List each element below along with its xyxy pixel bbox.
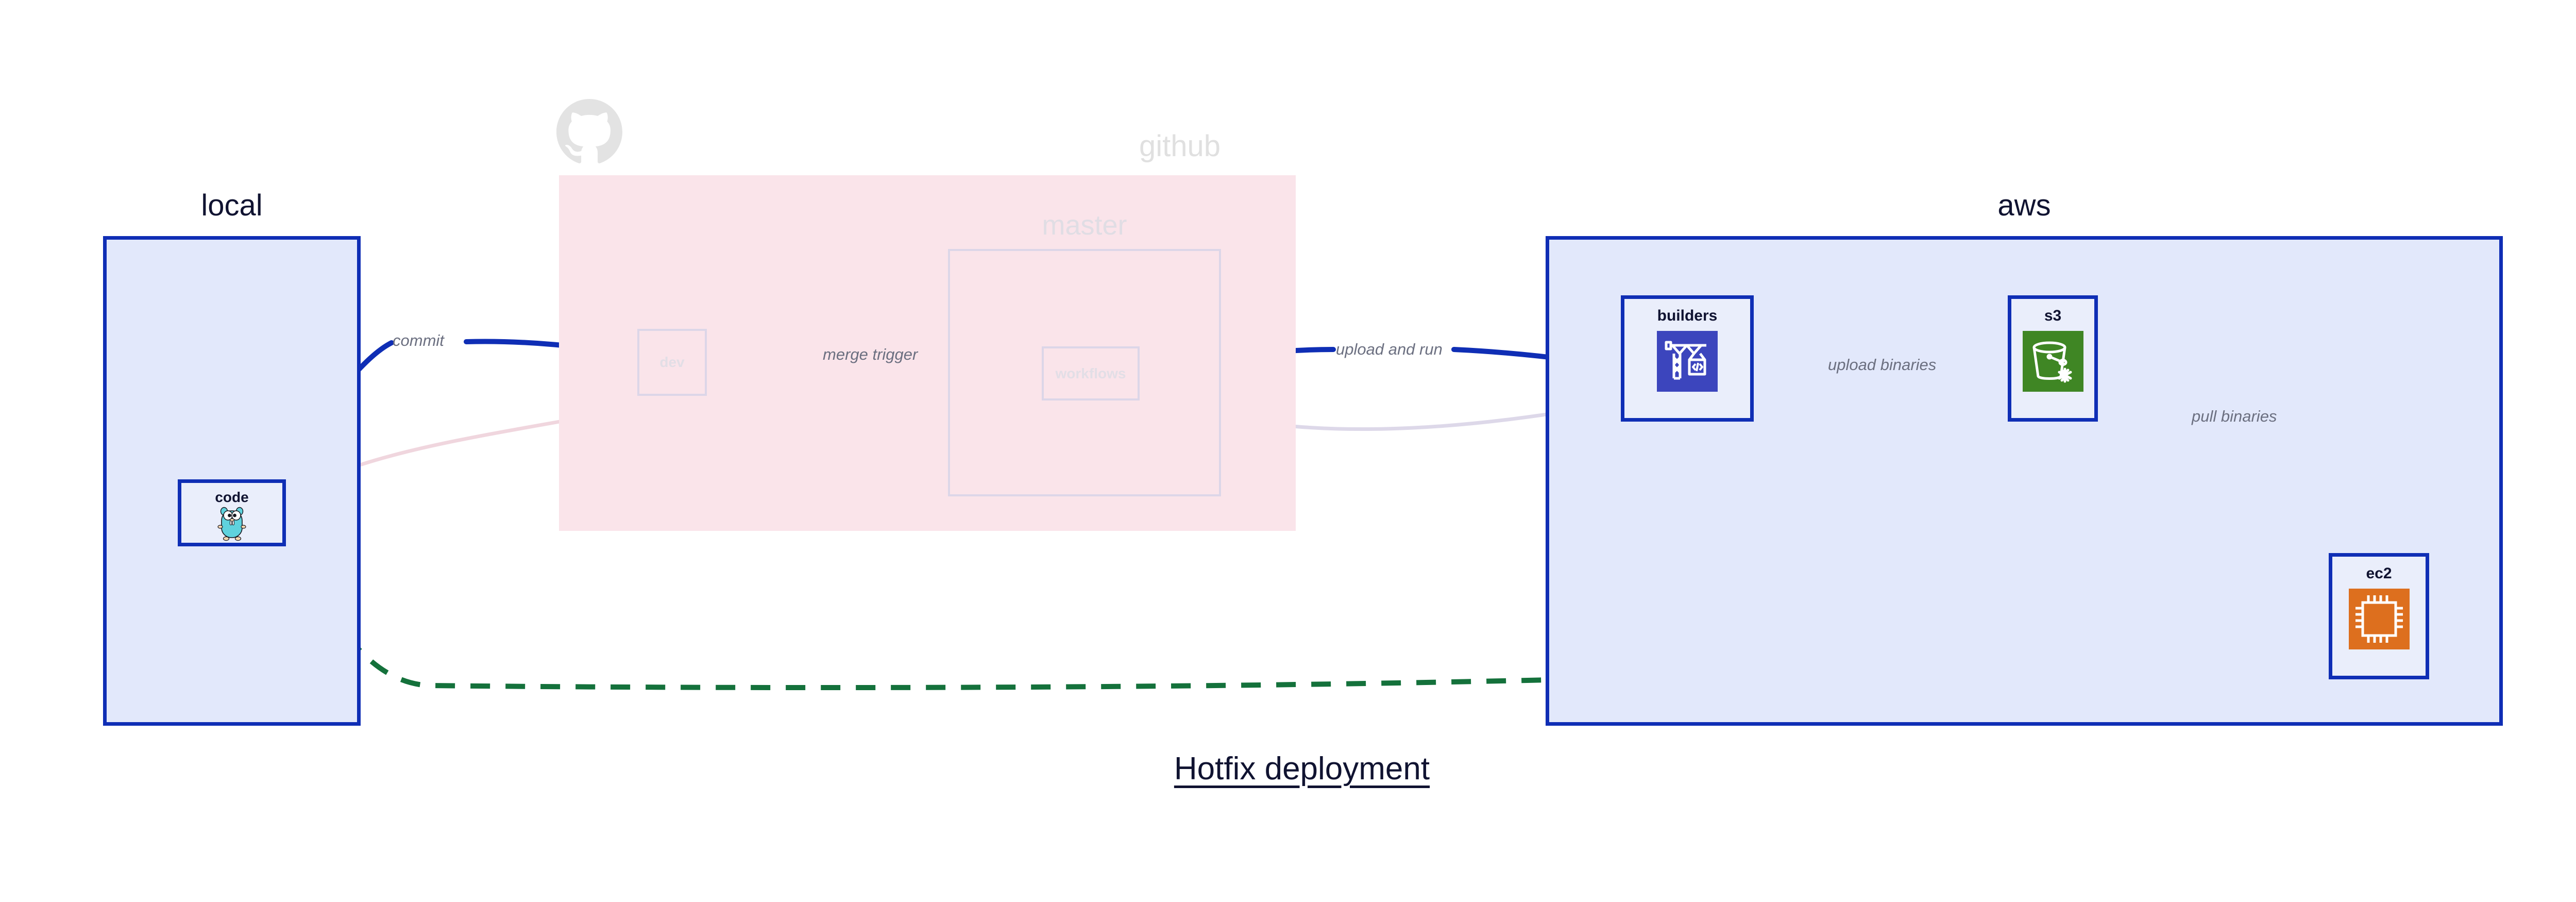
container-local-label: local (201, 189, 263, 222)
aws-s3-bucket-glacier-icon (2022, 331, 2083, 392)
node-builders-label: builders (1657, 307, 1718, 324)
container-github-label: github (1139, 129, 1221, 163)
node-s3[interactable]: s3 (2008, 295, 2098, 422)
container-master[interactable] (948, 249, 1221, 496)
node-code-label: code (215, 489, 249, 505)
node-builders[interactable]: builders (1621, 295, 1754, 422)
aws-codebuild-crane-icon (1657, 331, 1718, 392)
node-dev-label: dev (659, 354, 685, 370)
container-master-label: master (1042, 210, 1127, 241)
diagram-title: Hotfix deployment (1174, 751, 1430, 787)
go-gopher-icon (217, 507, 246, 541)
node-workflows-label: workflows (1055, 365, 1126, 381)
edge-label-commit: commit (393, 331, 444, 349)
edge-label-merge-trigger: merge trigger (823, 345, 918, 363)
node-s3-label: s3 (2044, 307, 2062, 324)
edge-label-pull-binaries: pull binaries (2192, 407, 2277, 425)
aws-ec2-cpu-chip-icon (2348, 589, 2410, 649)
node-dev[interactable]: dev (637, 329, 707, 396)
node-workflows[interactable]: workflows (1042, 346, 1140, 400)
edge-label-upload-binaries: upload binaries (1828, 356, 1937, 374)
node-ec2-label: ec2 (2366, 565, 2392, 582)
node-ec2[interactable]: ec2 (2329, 553, 2429, 679)
container-github[interactable] (559, 175, 1296, 531)
node-code[interactable]: code (178, 479, 286, 546)
github-octocat-icon (556, 99, 622, 163)
container-aws-label: aws (1997, 189, 2051, 222)
edge-label-upload-and-run: upload and run (1336, 340, 1443, 358)
